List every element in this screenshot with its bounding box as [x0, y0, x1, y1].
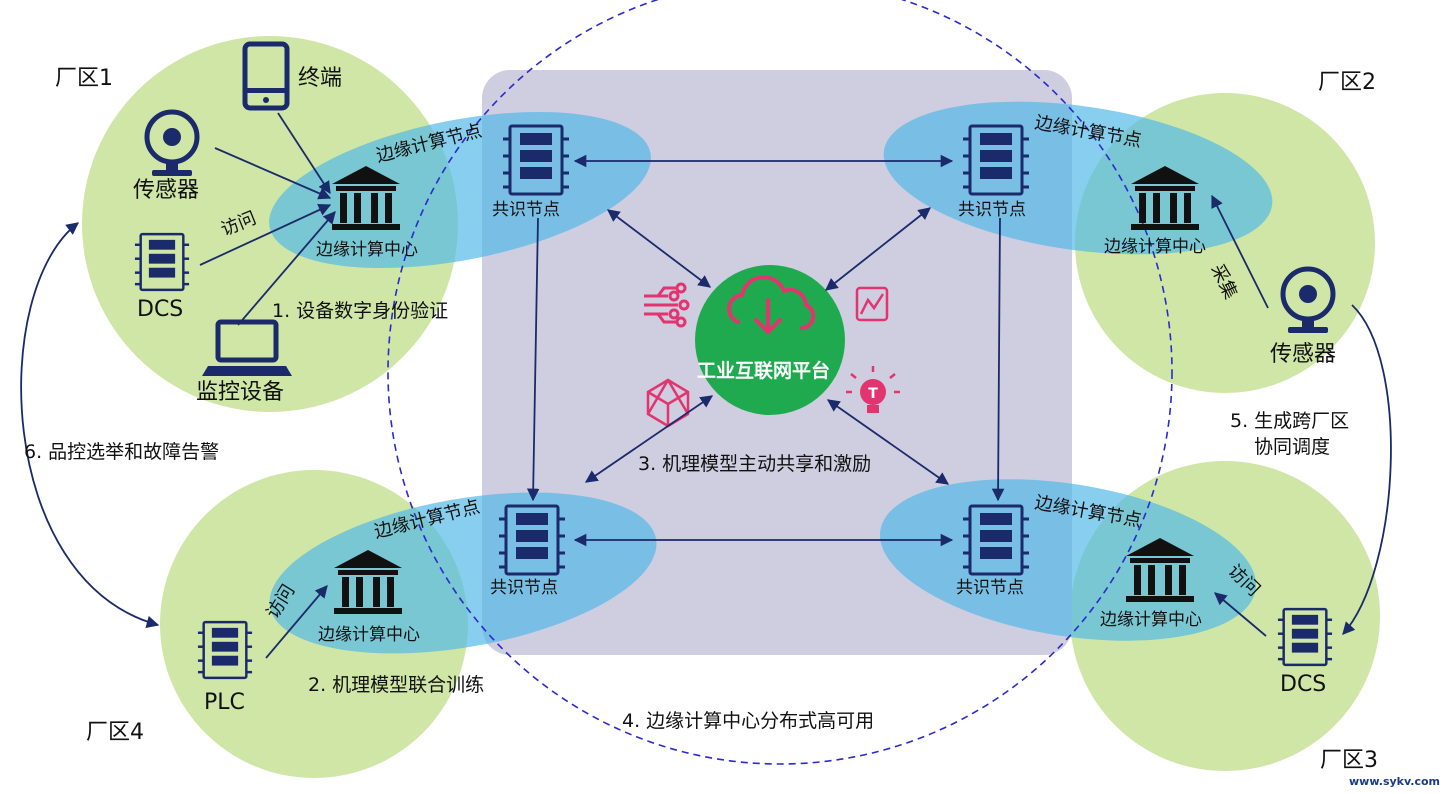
zone-2-label: 厂区2: [1318, 70, 1376, 95]
link-sensor-z2: [1211, 194, 1269, 309]
consensus-node-label-bl: 共识节点: [490, 578, 558, 598]
edge-center-label-z1: 边缘计算中心: [316, 240, 418, 260]
distributed-dashed-ring: [387, 0, 1173, 765]
sensor-z2-label: 传感器: [1270, 342, 1337, 367]
edge-center-label-z4: 边缘计算中心: [318, 625, 420, 645]
watermark-text: www.sykv.com: [1349, 775, 1440, 788]
link-cross-zone-dispatch: [1342, 304, 1392, 635]
step-5-caption-line2: 协同调度: [1254, 436, 1331, 458]
terminal-icon: [242, 41, 290, 111]
link-plc: [265, 585, 328, 659]
link-monitor: [237, 211, 336, 326]
edge-center-label-z2: 边缘计算中心: [1104, 237, 1206, 257]
step-2-caption: 2. 机理模型联合训练: [308, 674, 485, 696]
monitor-laptop-icon: [202, 319, 292, 376]
link-platform-bl: [584, 395, 714, 483]
consensus-node-label-br: 共识节点: [956, 578, 1024, 598]
link-left: [526, 217, 540, 502]
step-1-caption: 1. 设备数字身份验证: [272, 300, 449, 322]
link-dcs-z1: [199, 204, 332, 266]
step-5-caption-line1: 5. 生成跨厂区: [1230, 410, 1350, 432]
step-6-caption: 6. 品控选举和故障告警: [24, 441, 220, 463]
plc-label: PLC: [204, 690, 245, 715]
dcs-z1-label: DCS: [137, 297, 184, 322]
cloud-download-icon: [727, 275, 816, 334]
step-4-caption: 4. 边缘计算中心分布式高可用: [622, 710, 875, 732]
circuit-icon: [644, 282, 690, 328]
link-dcs-z3: [1214, 592, 1267, 637]
platform-title: 工业互联网平台: [697, 360, 831, 382]
platform-circle: [695, 265, 845, 415]
edge-center-label-z3: 边缘计算中心: [1100, 610, 1202, 630]
link-quality-election: [20, 222, 160, 629]
step-3-caption: 3. 机理模型主动共享和激励: [638, 453, 872, 475]
link-sensor-z1: [214, 147, 332, 200]
consensus-node-label-tl: 共识节点: [492, 200, 560, 220]
zone-4-label: 厂区4: [86, 720, 144, 745]
terminal-label: 终端: [298, 66, 343, 91]
consensus-node-label-tr: 共识节点: [958, 200, 1026, 220]
monitor-label: 监控设备: [196, 380, 285, 405]
link-right: [991, 217, 1005, 502]
link-platform-tl: [606, 209, 712, 288]
link-platform-br: [826, 399, 950, 485]
dcs-z3-label: DCS: [1280, 672, 1327, 697]
link-platform-tr: [825, 207, 931, 291]
link-terminal: [277, 112, 331, 195]
zone-1-label: 厂区1: [55, 66, 113, 91]
zone-3-label: 厂区3: [1320, 748, 1378, 773]
svg-text:T: T: [868, 386, 878, 402]
sensor-z1-label: 传感器: [133, 178, 200, 203]
